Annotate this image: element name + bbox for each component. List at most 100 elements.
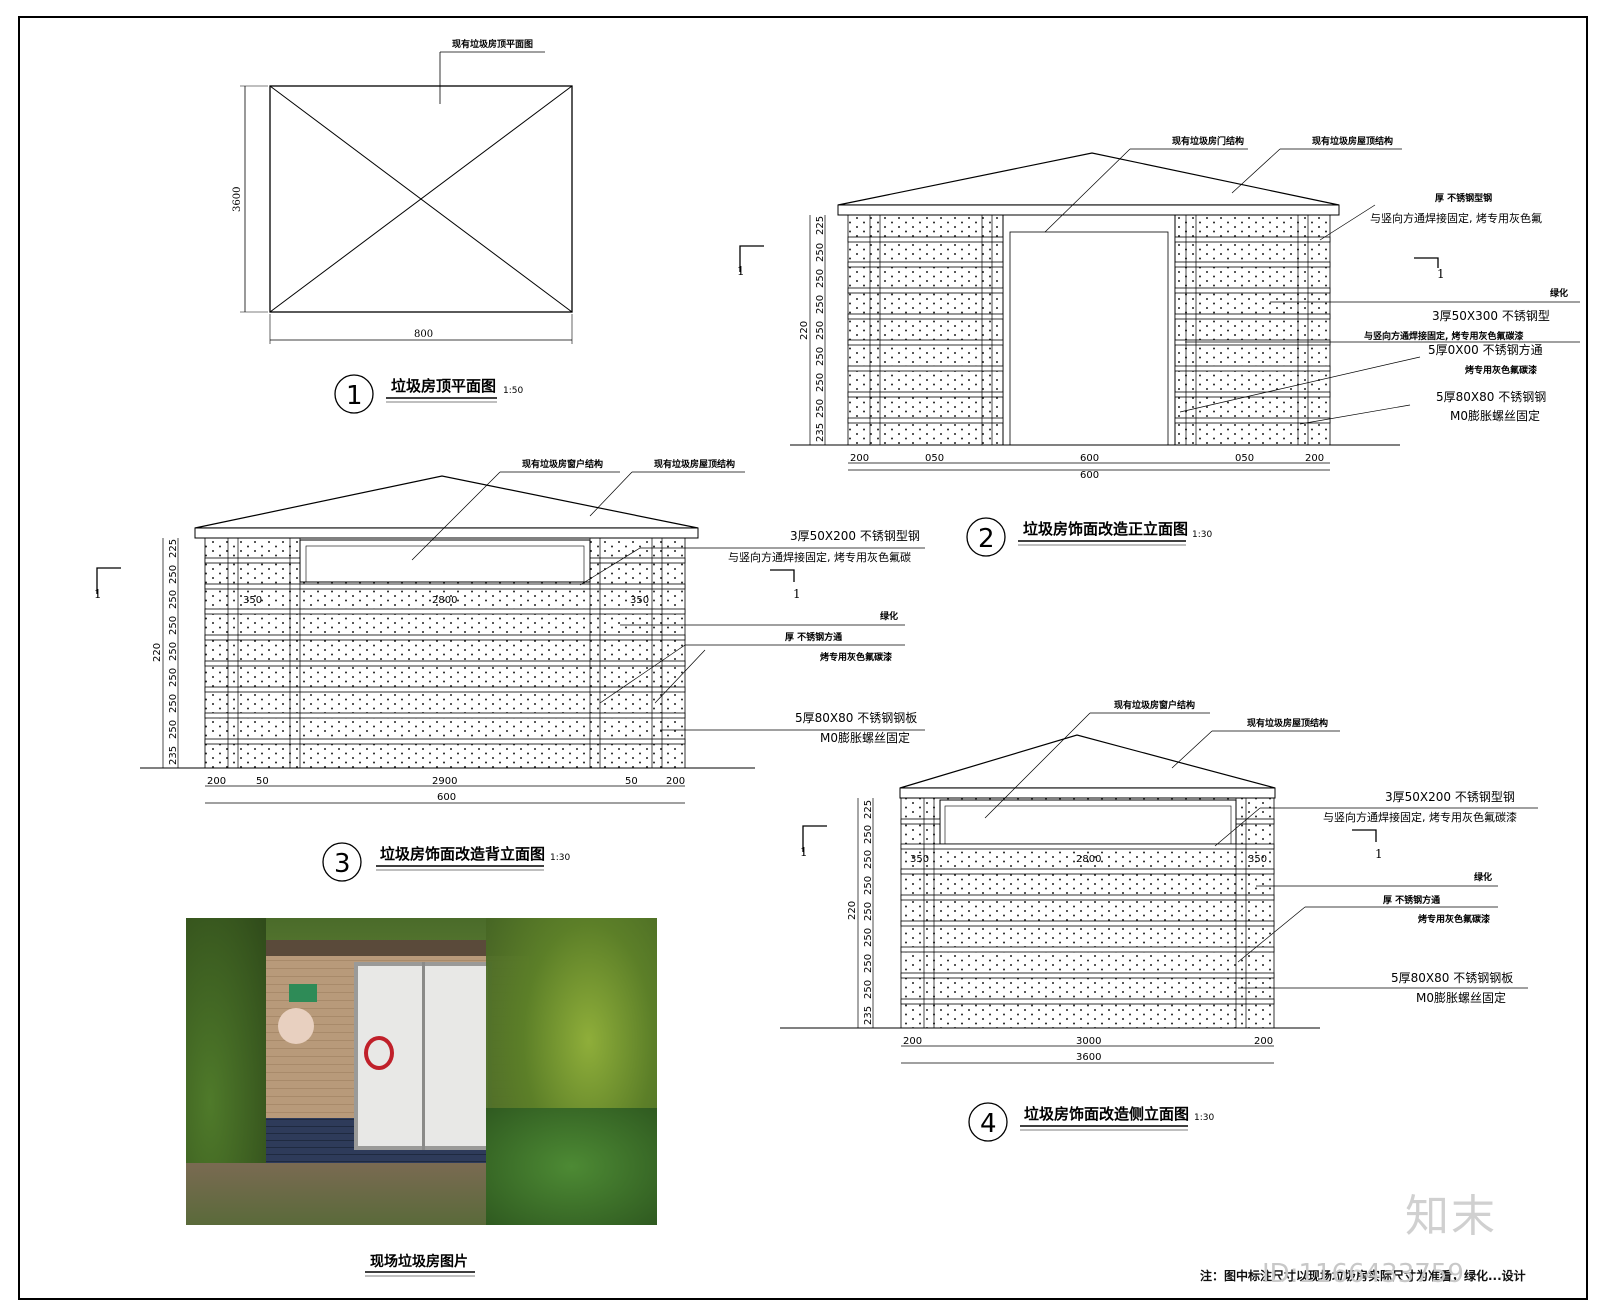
side-dim-left-6: 250 xyxy=(863,954,874,973)
back-dim-left-8: 235 xyxy=(168,746,179,765)
side-roof xyxy=(899,734,1276,789)
roof-plan-outline xyxy=(269,85,573,313)
front-door xyxy=(1002,214,1176,446)
side-dim-left-8: 235 xyxy=(863,1006,874,1025)
front-callout-7: 5厚80X80 不锈钢钢 xyxy=(1436,390,1546,404)
watermark-logo: 知末 xyxy=(1405,1191,1497,1242)
side-section-mark-left: 1 xyxy=(800,845,808,859)
side-callout-0: 3厚50X200 不锈钢型钢 xyxy=(1385,790,1515,804)
drawing-4-side-elevation: 350 2800 350 225 250 250 250 250 250 250… xyxy=(780,699,1538,1142)
front-wall-left xyxy=(847,214,1004,446)
back-roof xyxy=(194,475,699,529)
front-dim-bottom-5: 600 xyxy=(1080,453,1099,464)
front-callout-1: 与竖向方通焊接固定, 烤专用灰色氟 xyxy=(1370,211,1542,225)
back-callout-5: 5厚80X80 不锈钢钢板 xyxy=(795,711,917,725)
back-callout-3: 厚 不锈钢方通 xyxy=(785,631,842,643)
front-callout-2: 绿化 xyxy=(1550,287,1568,299)
side-callout-3: 厚 不锈钢方通 xyxy=(1383,894,1440,906)
drawing-3-back-elevation: 350 2800 350 225 250 250 250 250 250 250… xyxy=(94,458,925,882)
back-dim-bottom-2: 50 xyxy=(256,776,269,787)
front-door-label: 现有垃圾房门结构 xyxy=(1172,135,1244,147)
side-section-mark-right: 1 xyxy=(1375,847,1383,861)
back-callout-6: M0膨胀螺丝固定 xyxy=(820,730,910,745)
side-roof-label: 现有垃圾房屋顶结构 xyxy=(1247,717,1328,729)
back-dim-left-5: 250 xyxy=(168,668,179,687)
drawing-2-front-elevation: 225 250 250 250 250 250 250 250 235 220 … xyxy=(737,135,1580,557)
front-callout-0: 厚 不锈钢型钢 xyxy=(1435,192,1492,204)
drawing-2-number-circle xyxy=(966,517,1006,557)
back-dim-left-0: 225 xyxy=(168,539,179,558)
side-callout-6: M0膨胀螺丝固定 xyxy=(1416,990,1506,1005)
side-dim-left-4: 250 xyxy=(863,902,874,921)
side-callout-2: 绿化 xyxy=(1474,871,1492,883)
front-dim-left-2: 250 xyxy=(815,269,826,288)
footnote: 注：图中标注尺寸以现场垃圾房实际尺寸为准看，绿化...设计 xyxy=(1200,1269,1526,1283)
front-dim-bottom-0: 200 xyxy=(850,453,869,464)
side-dim-height-total: 220 xyxy=(847,901,858,920)
front-callout-6: 烤专用灰色氟碳漆 xyxy=(1465,364,1537,376)
sheet-border xyxy=(18,16,1588,1300)
side-callout-1: 与竖向方通焊接固定, 烤专用灰色氟碳漆 xyxy=(1323,810,1517,824)
side-inner-dim-2: 2800 xyxy=(1076,854,1101,865)
side-dim-total: 3600 xyxy=(1076,1052,1101,1063)
front-callout-5: 5厚0X00 不锈钢方通 xyxy=(1428,342,1543,357)
drawing-3-title: 垃圾房饰面改造背立面图 xyxy=(380,845,545,863)
back-dim-total: 600 xyxy=(437,792,456,803)
back-dim-bottom-8: 200 xyxy=(666,776,685,787)
front-wall-right xyxy=(1174,214,1331,446)
back-callout-4: 烤专用灰色氟碳漆 xyxy=(820,651,892,663)
back-section-mark-left: 1 xyxy=(94,587,102,601)
drawing-3-scale: 1:30 xyxy=(550,853,570,863)
drawing-1-title: 垃圾房顶平面图 xyxy=(391,377,496,395)
drawing-4-title: 垃圾房饰面改造侧立面图 xyxy=(1024,1105,1189,1123)
front-callout-3: 3厚50X300 不锈钢型 xyxy=(1432,309,1550,323)
front-roof-label: 现有垃圾房屋顶结构 xyxy=(1312,135,1393,147)
front-dim-height-total: 220 xyxy=(799,321,810,340)
front-dim-left-0: 225 xyxy=(815,216,826,235)
back-callout-0: 3厚50X200 不锈钢型钢 xyxy=(790,529,920,543)
back-section-mark-right: 1 xyxy=(793,587,801,601)
back-dim-left-4: 250 xyxy=(168,642,179,661)
side-dim-left-3: 250 xyxy=(863,876,874,895)
front-dim-left-6: 250 xyxy=(815,373,826,392)
front-dim-bottom-2: 050 xyxy=(925,453,944,464)
front-section-mark-left: 1 xyxy=(737,264,745,278)
drawing-2-title: 垃圾房饰面改造正立面图 xyxy=(1023,520,1188,538)
back-inner-dim-2: 2800 xyxy=(432,595,457,606)
front-dim-left-7: 250 xyxy=(815,399,826,418)
front-dim-total: 600 xyxy=(1080,470,1099,481)
back-dim-left-7: 250 xyxy=(168,720,179,739)
front-section-mark-right: 1 xyxy=(1437,267,1445,281)
watermark-id: ID:1166433759 xyxy=(1262,1259,1464,1289)
back-callout-2: 绿化 xyxy=(880,610,898,622)
back-dim-left-1: 250 xyxy=(168,565,179,584)
side-dim-left-0: 225 xyxy=(863,800,874,819)
drawing-1-roof-plan: 现有垃圾房顶平面图 3600 800 1 垃圾房顶平面图 1:50 xyxy=(232,38,573,414)
drawing-3-number-circle xyxy=(322,842,362,882)
roof-plan-width-dim: 800 xyxy=(414,329,433,340)
side-dim-bottom-0: 200 xyxy=(903,1036,922,1047)
side-dim-bottom-2: 3000 xyxy=(1076,1036,1101,1047)
drawing-1-number-circle xyxy=(334,374,374,414)
drawing-2-number: 2 xyxy=(978,524,995,554)
drawing-3-number: 3 xyxy=(334,849,351,879)
front-dim-left-4: 250 xyxy=(815,321,826,340)
side-dim-left-5: 250 xyxy=(863,928,874,947)
drawing-1-number: 1 xyxy=(346,381,363,411)
front-roof xyxy=(837,152,1340,206)
side-callout-4: 烤专用灰色氟碳漆 xyxy=(1418,913,1490,925)
drawing-4-number-circle xyxy=(968,1102,1008,1142)
building-roof xyxy=(226,940,536,956)
front-dim-bottom-8: 050 xyxy=(1235,453,1254,464)
front-dim-left-1: 250 xyxy=(815,243,826,262)
back-window xyxy=(299,539,591,583)
back-dim-bottom-6: 50 xyxy=(625,776,638,787)
drawing-4-number: 4 xyxy=(980,1109,997,1139)
side-dim-bottom-4: 200 xyxy=(1254,1036,1273,1047)
back-dim-height-total: 220 xyxy=(152,643,163,662)
drawing-2-scale: 1:30 xyxy=(1192,530,1212,540)
drawing-4-scale: 1:30 xyxy=(1194,1113,1214,1123)
front-dim-left-8: 235 xyxy=(815,423,826,442)
side-inner-dim-4: 350 xyxy=(1248,854,1267,865)
